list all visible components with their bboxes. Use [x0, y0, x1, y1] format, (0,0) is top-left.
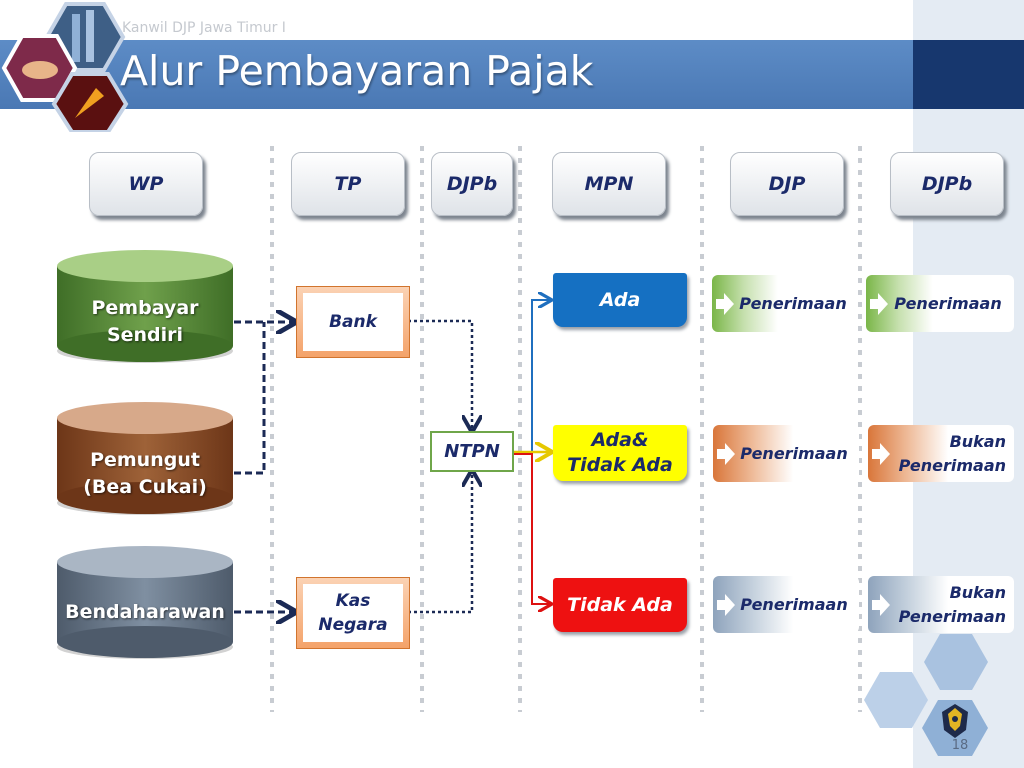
arrow-right-icon [872, 593, 890, 616]
column-header-djpb-2: DJPb [890, 152, 1004, 216]
decorative-hexagon [924, 634, 988, 690]
header-logo-hexagons [1, 2, 129, 132]
cylinder-pembayar-sendiri [57, 250, 233, 363]
arrow-right-icon [717, 593, 735, 616]
djp-outcome-label: Penerimaan [740, 443, 848, 463]
ministry-emblem-icon [942, 704, 968, 738]
mpn-result-tidak-ada: Tidak Ada [553, 578, 687, 632]
arrow-ntpn-to-ada [511, 300, 550, 453]
djpb-outcome-label: Penerimaan [894, 293, 1002, 313]
title-band-accent [913, 40, 1024, 109]
djp-outcome-row3: Penerimaan [713, 576, 859, 633]
tp-box-kas-negara: Kas Negara [296, 577, 410, 649]
arrow-bank-to-ntpn [408, 319, 472, 430]
tp-box-bank-label: Bank [303, 293, 403, 351]
column-header-tp: TP [291, 152, 405, 216]
org-name: Kanwil DJP Jawa Timur I [122, 20, 286, 36]
djp-outcome-label: Penerimaan [740, 594, 848, 614]
ntpn-box: NTPN [430, 431, 514, 472]
djp-outcome-row1: Penerimaan [712, 275, 858, 332]
tp-box-kas-negara-label: Kas Negara [303, 584, 403, 642]
handshake-detail [22, 61, 58, 79]
hand-detail [75, 88, 104, 118]
column-header-djpb: DJPb [431, 152, 513, 216]
payer-label-pemungut: Pemungut (Bea Cukai) [83, 449, 207, 498]
payer-label-pembayar-sendiri: Pembayar Sendiri [91, 297, 199, 346]
building-photo-detail [86, 10, 94, 62]
title-band [0, 40, 913, 109]
arrow-right-icon [716, 292, 734, 315]
arrow-pemungut-to-bank [234, 322, 266, 475]
cylinder-pemungut [57, 402, 233, 515]
djp-outcome-label: Penerimaan [739, 293, 847, 313]
building-photo-detail [72, 14, 80, 62]
mpn-result-ada-tidak-ada: Ada& Tidak Ada [553, 425, 687, 481]
arrow-kas-to-ntpn [408, 472, 472, 614]
arrow-right-icon [870, 292, 888, 315]
payer-label-bendaharawan: Bendaharawan [65, 600, 225, 623]
page-title: Alur Pembayaran Pajak [120, 47, 594, 95]
arrow-right-icon [872, 442, 890, 465]
djp-outcome-row2: Penerimaan [713, 425, 859, 482]
decorative-hexagon [864, 672, 928, 728]
cylinder-bendaharawan [57, 546, 233, 659]
djpb-outcome-row3: Bukan Penerimaan [868, 576, 1014, 633]
mpn-result-ada: Ada [553, 273, 687, 327]
arrow-ntpn-to-tidak-ada [511, 453, 550, 604]
page-number: 18 [951, 738, 969, 753]
column-header-wp: WP [89, 152, 203, 216]
column-header-mpn: MPN [552, 152, 666, 216]
djpb-outcome-row2: Bukan Penerimaan [868, 425, 1014, 482]
arrow-right-icon [717, 442, 735, 465]
djpb-outcome-label: Bukan Penerimaan [898, 582, 1006, 626]
column-header-djp: DJP [730, 152, 844, 216]
djpb-outcome-label: Bukan Penerimaan [898, 431, 1006, 475]
tp-box-bank: Bank [296, 286, 410, 358]
djpb-outcome-row1: Penerimaan [866, 275, 1014, 332]
